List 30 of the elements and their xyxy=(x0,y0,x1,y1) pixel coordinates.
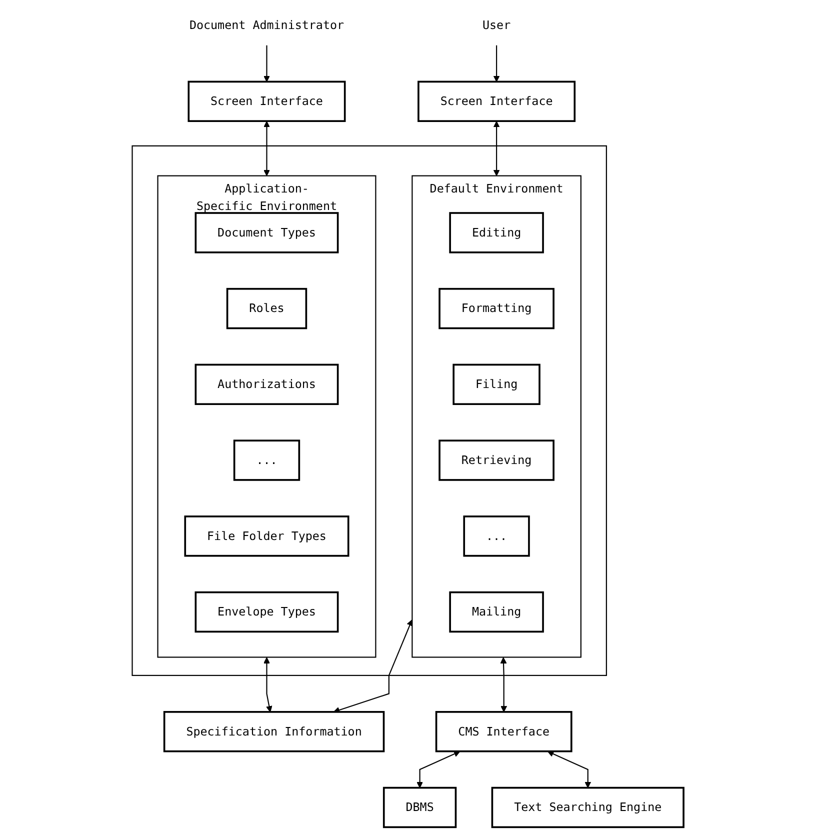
node-box: Text Searching Engine xyxy=(491,786,685,828)
node-box: Roles xyxy=(226,288,308,330)
node-box: Screen Interface xyxy=(418,80,576,122)
arrow xyxy=(500,657,508,712)
node-box: Mailing xyxy=(449,591,544,633)
node-text: User xyxy=(482,18,511,32)
node-box: Formatting xyxy=(438,288,555,330)
node-box: File Folder Types xyxy=(184,516,350,557)
arrow xyxy=(493,45,500,82)
node-box: ... xyxy=(234,440,300,481)
node-box: Filing xyxy=(452,364,541,406)
cluster xyxy=(132,145,608,676)
arrow xyxy=(264,45,270,82)
node-box: CMS Interface xyxy=(435,711,572,752)
arrow xyxy=(264,121,270,176)
node-box: Retrieving xyxy=(438,440,555,481)
arrow xyxy=(416,750,460,788)
node-box: Document Types xyxy=(194,212,339,254)
node-box: Authorizations xyxy=(194,364,339,406)
node-box: Screen Interface xyxy=(188,80,346,122)
node-box: ... xyxy=(463,516,530,557)
node-box: Specification Information xyxy=(164,711,385,752)
node-box: Editing xyxy=(449,212,544,254)
node-box: DBMS xyxy=(383,786,457,828)
arrow xyxy=(548,750,592,788)
arrow xyxy=(334,620,413,714)
node-box: Envelope Types xyxy=(194,591,339,633)
node-text: Document Administrator xyxy=(190,18,344,32)
arrow xyxy=(493,121,500,176)
arrow xyxy=(264,657,272,712)
